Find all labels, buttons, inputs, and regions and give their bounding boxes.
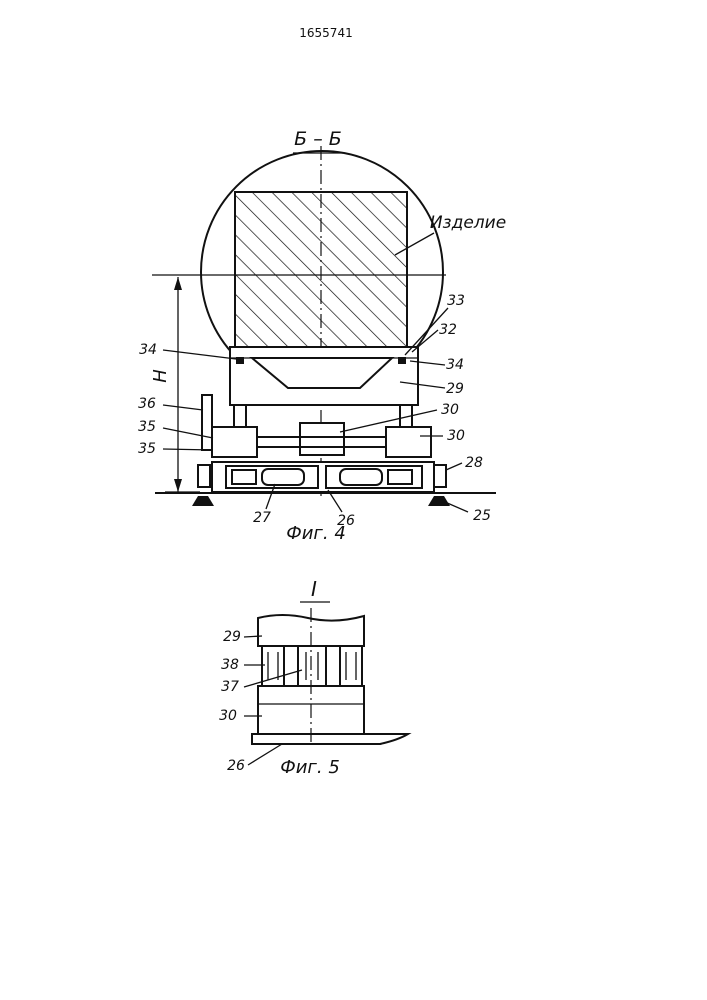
detail-label: I (311, 577, 317, 601)
callout-35-upper: 35 (138, 419, 156, 435)
fig5-callout-26: 26 (227, 758, 245, 774)
figure-5-caption: Фиг. 5 (280, 757, 340, 778)
jack-housing-30-right (386, 427, 431, 457)
support-pad-34-left (236, 357, 244, 364)
cradle-29 (230, 347, 418, 405)
wheel-28-left (198, 465, 210, 487)
gearbox-left (232, 470, 256, 484)
column-38-left (262, 646, 284, 686)
column-38-right (340, 646, 362, 686)
callout-29: 29 (446, 381, 464, 397)
wheel-28-right (434, 465, 446, 487)
side-bracket-36 (202, 395, 212, 450)
support-pad-34-right (398, 357, 406, 364)
motor-27-right (340, 469, 382, 485)
figure-5: I 29 38 37 30 26 Ф (219, 577, 408, 778)
callout-34-right: 34 (446, 357, 464, 373)
dimension-arrow-bottom (174, 479, 182, 492)
fig5-callout-37: 37 (221, 679, 239, 695)
motor-27-left (262, 469, 304, 485)
base-26 (252, 734, 408, 744)
callout-28: 28 (465, 455, 483, 471)
figure-4: Б – Б (138, 128, 506, 544)
callout-36: 36 (138, 396, 156, 412)
dimension-arrow-top (174, 277, 182, 290)
callout-30-lower: 30 (447, 428, 465, 444)
rail-25-right (428, 496, 450, 506)
fig5-callout-38: 38 (221, 657, 239, 673)
figure-4-caption: Фиг. 4 (286, 523, 346, 544)
fig5-callout-29: 29 (223, 629, 241, 645)
callout-33: 33 (447, 293, 465, 309)
callout-30-upper: 30 (441, 402, 459, 418)
gearbox-right (388, 470, 412, 484)
callout-32: 32 (439, 322, 457, 338)
callout-34-left: 34 (139, 342, 157, 358)
callout-35-lower: 35 (138, 441, 156, 457)
screw-37 (298, 646, 326, 686)
callout-25: 25 (473, 508, 491, 524)
column-left (234, 405, 246, 427)
patent-number: 1655741 (299, 26, 352, 40)
product-label: Изделие (430, 213, 506, 233)
jack-housing-30-left (212, 427, 257, 457)
dimension-label-h: H (150, 369, 171, 383)
callout-27: 27 (253, 510, 271, 526)
rail-25-left (192, 496, 214, 506)
jack-housing-30-center (300, 423, 344, 455)
fig5-callout-30: 30 (219, 708, 237, 724)
section-label: Б – Б (294, 128, 342, 150)
